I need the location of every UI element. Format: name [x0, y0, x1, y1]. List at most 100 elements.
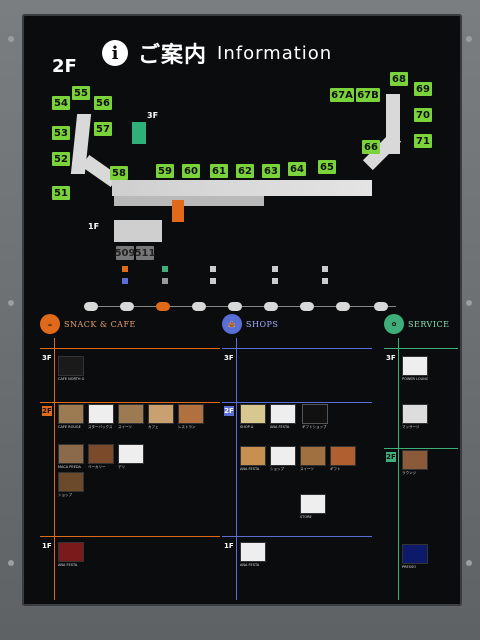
- unit-61: 61: [210, 164, 228, 178]
- snack-card: デリ: [118, 444, 144, 469]
- rivet: [466, 560, 472, 566]
- snack-card: ベーカリー: [88, 444, 114, 469]
- unit-57: 57: [94, 122, 112, 136]
- directory-panel: i ご案内 Information 2F 3F 54 55 56 53 57 5…: [22, 14, 462, 606]
- unit-64: 64: [288, 162, 306, 176]
- service-divider: [384, 448, 458, 449]
- snack-divider: [40, 402, 220, 403]
- unit-71: 71: [414, 134, 432, 148]
- snack-cafe-header: ☕ SNACK & CAFE: [40, 314, 136, 334]
- snack-card: CAFE ROUGE: [58, 404, 84, 429]
- snack-divider: [40, 348, 220, 349]
- floor-map: 2F 3F 54 55 56 53 57 52 51 58 59 60 61 6…: [22, 14, 462, 314]
- rivet: [8, 560, 14, 566]
- shops-card: SHOP A: [240, 404, 266, 429]
- floor-label-3f: 3F: [147, 111, 159, 120]
- unit-54: 54: [52, 96, 70, 110]
- rivet: [466, 300, 472, 306]
- section-service: ✿ SERVICE 3F POWER LOUNGE NORTH マッサージ 2F…: [384, 314, 458, 604]
- service-card: ラウンジ: [402, 450, 428, 475]
- section-shops: 👜 SHOPS 3F 2F SHOP A ANA FESTA ギフト ショップ A…: [222, 314, 372, 604]
- unit-59: 59: [156, 164, 174, 178]
- timeline-stop: [228, 302, 242, 311]
- shops-floor-2f: 2F: [224, 406, 234, 416]
- service-vertical-line: [398, 338, 399, 600]
- gate-strip: [114, 196, 264, 206]
- service-divider: [384, 348, 458, 349]
- snack-card: スイーツ: [118, 404, 144, 429]
- snack-card: CAFE NORTH GATE 03: [58, 356, 84, 381]
- unit-67b: 67B: [356, 88, 380, 102]
- shops-vertical-line: [236, 338, 237, 600]
- bag-icon: 👜: [222, 314, 242, 334]
- rivet: [466, 36, 472, 42]
- timeline-stop: [300, 302, 314, 311]
- unit-65: 65: [318, 160, 336, 174]
- info-icon: i: [102, 40, 128, 66]
- unit-67a: 67A: [330, 88, 354, 102]
- legend-swatch-icon: [162, 278, 168, 284]
- shops-divider: [222, 348, 372, 349]
- unit-56: 56: [94, 96, 112, 110]
- service-header: ✿ SERVICE: [384, 314, 449, 334]
- escalator-icon: [272, 266, 278, 272]
- timeline-stop: [336, 302, 350, 311]
- shops-card: ANA FESTA: [240, 542, 266, 567]
- service-card: PRESSO: [402, 544, 428, 569]
- timeline-stop: [120, 302, 134, 311]
- snack-card: スターバックス: [88, 404, 114, 429]
- corridor-main: [112, 180, 372, 196]
- snack-floor-3f: 3F: [42, 354, 52, 362]
- unit-52: 52: [52, 152, 70, 166]
- current-location-marker: [172, 200, 184, 222]
- shops-card: ANA FESTA: [270, 404, 296, 429]
- coffee-cup-icon: ☕: [40, 314, 60, 334]
- snack-vertical-line: [54, 338, 55, 600]
- rivet: [8, 300, 14, 306]
- timeline-stop: [374, 302, 388, 311]
- shops-header: 👜 SHOPS: [222, 314, 278, 334]
- unit-509: 509: [114, 246, 136, 260]
- service-icon: ✿: [384, 314, 404, 334]
- unit-69: 69: [414, 82, 432, 96]
- shops-card: ギフト: [330, 446, 356, 471]
- unit-51: 51: [52, 186, 70, 200]
- snack-card: ショップ: [58, 472, 84, 497]
- timeline-line: [92, 306, 396, 307]
- unit-60: 60: [182, 164, 200, 178]
- shops-floor-3f: 3F: [224, 354, 234, 362]
- smoking-area-icon: [322, 266, 328, 272]
- elevator-icon: [210, 278, 216, 284]
- timeline-stop: [192, 302, 206, 311]
- gate-timeline: [84, 299, 404, 315]
- legend-swatch-icon: [122, 266, 128, 272]
- timeline-stop: [84, 302, 98, 311]
- snack-floor-1f: 1F: [42, 542, 52, 550]
- shops-floor-1f: 1F: [224, 542, 234, 550]
- service-title: SERVICE: [408, 319, 450, 329]
- timeline-stop-current: [156, 302, 170, 311]
- unit-53: 53: [52, 126, 70, 140]
- inset-map: [114, 220, 162, 242]
- shops-divider: [222, 536, 372, 537]
- shops-card: STORE: [300, 494, 326, 519]
- snack-cafe-title: SNACK & CAFE: [64, 319, 136, 329]
- unit-62: 62: [236, 164, 254, 178]
- unit-70: 70: [414, 108, 432, 122]
- unit-55: 55: [72, 86, 90, 100]
- timeline-stop: [264, 302, 278, 311]
- unit-68: 68: [390, 72, 408, 86]
- snack-divider: [40, 536, 220, 537]
- shops-card: ANA FESTA: [240, 446, 266, 471]
- map-legend: [122, 264, 382, 298]
- corridor-right: [386, 94, 400, 154]
- snack-floor-2f: 2F: [42, 406, 52, 416]
- snack-card: ANA FESTA: [58, 542, 84, 567]
- rivet: [8, 36, 14, 42]
- nursing-room-icon: [272, 278, 278, 284]
- shops-card: ショップ: [270, 446, 296, 471]
- snack-card: カフェ: [148, 404, 174, 429]
- atm-icon: [322, 278, 328, 284]
- section-snack-cafe: ☕ SNACK & CAFE 3F CAFE NORTH GATE 03 2F …: [40, 314, 220, 604]
- shops-card: スイーツ: [300, 446, 326, 471]
